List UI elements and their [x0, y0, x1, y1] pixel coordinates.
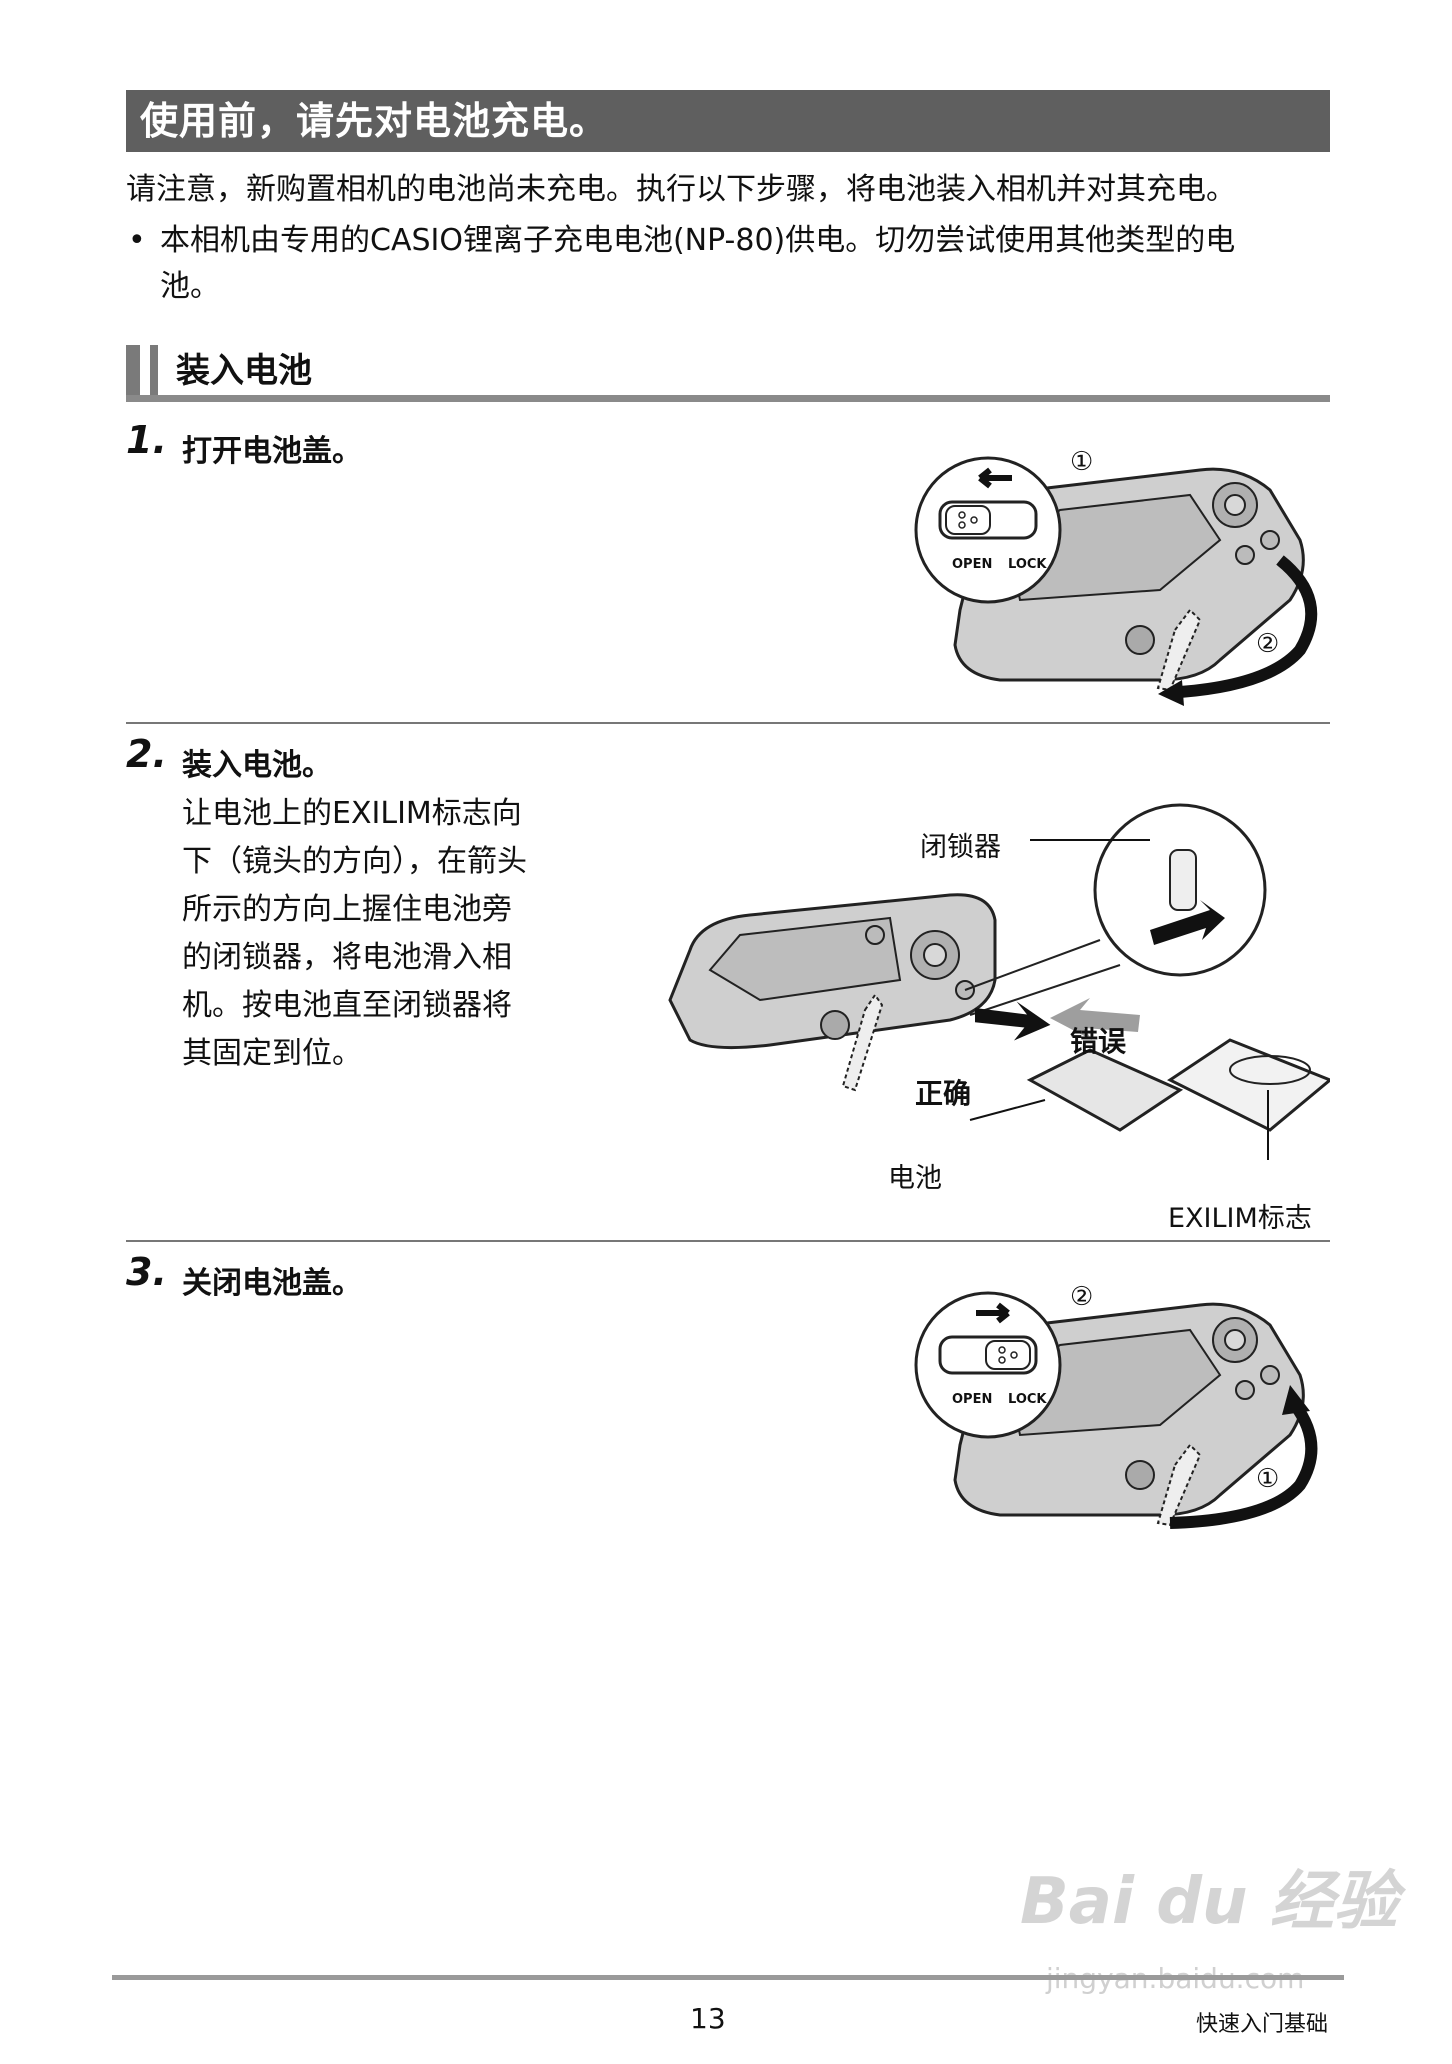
battery-label: 电池	[888, 1163, 942, 1194]
section-marker-thin	[150, 345, 158, 397]
step-divider-1	[126, 722, 1330, 724]
step-2-line: 的闭锁器，将电池滑入相	[182, 940, 512, 975]
tripod-socket	[1125, 1460, 1155, 1490]
bullet-mark: •	[128, 223, 146, 258]
intro-text: 请注意，新购置相机的电池尚未充电。执行以下步骤，将电池装入相机并对其充电。	[126, 172, 1236, 207]
exilim-logo-mark	[1229, 1055, 1311, 1085]
step-2-number: 2.	[126, 732, 167, 776]
close-direction-arrow	[1169, 1401, 1318, 1529]
callout-number-1: ①	[1070, 447, 1093, 477]
intro-bullet: • 本相机由专用的CASIO锂离子充电电池(NP-80)供电。切勿尝试使用其他类…	[126, 218, 1316, 310]
page-number: 13	[690, 2002, 726, 2035]
switch-open-label: OPEN	[952, 1392, 992, 1407]
arrow-right-icon	[976, 1302, 1010, 1324]
exilim-logo-label: EXILIM标志	[1168, 1203, 1312, 1234]
battery-cover	[1156, 1443, 1202, 1527]
wrong-arrow-icon	[1050, 998, 1140, 1040]
camera-screen	[708, 916, 902, 1002]
section-marker	[126, 345, 140, 397]
tripod-socket	[820, 1010, 850, 1040]
step-1-number: 1.	[126, 418, 167, 462]
camera-screen	[1008, 493, 1222, 602]
tripod-socket	[1125, 625, 1155, 655]
baidu-watermark: Bai du 经验	[1020, 1865, 1398, 1939]
switch-lock-label: LOCK	[1008, 1392, 1047, 1407]
latch-arrow-icon	[1150, 900, 1225, 945]
step-divider-2	[126, 1240, 1330, 1242]
correct-label: 正确	[915, 1077, 972, 1110]
step-3-title: 关闭电池盖。	[182, 1266, 362, 1301]
wrong-label: 错误	[1070, 1025, 1127, 1058]
close-cover-illustration: OPEN LOCK ② ①	[914, 1282, 1318, 1529]
latch	[1169, 849, 1197, 911]
battery-leader-line	[969, 1099, 1046, 1121]
battery-wrong	[1167, 1038, 1330, 1132]
battery-correct	[1026, 1048, 1184, 1132]
open-direction-arrow	[1179, 555, 1318, 698]
latch-label: 闭锁器	[920, 832, 1001, 863]
step-2-title: 装入电池。	[182, 748, 332, 783]
step-1-title: 打开电池盖。	[182, 434, 362, 469]
insert-battery-illustration	[668, 803, 1330, 1160]
switch-open-label: OPEN	[952, 557, 992, 572]
step-2-body: 让电池上的EXILIM标志向 下（镜头的方向），在箭头 所示的方向上握住电池旁 …	[182, 790, 562, 1078]
footer-section-name: 快速入门基础	[1196, 2012, 1329, 2037]
callout-number-2: ②	[1256, 629, 1279, 659]
arrow-left-icon	[978, 467, 1012, 489]
battery-cover	[841, 993, 884, 1092]
bullet-line-1: 本相机由专用的CASIO锂离子充电电池(NP-80)供电。切勿尝试使用其他类型的…	[160, 223, 1236, 258]
open-cover-illustration: OPEN LOCK ① ②	[914, 447, 1318, 706]
section-title: 装入电池	[176, 351, 312, 391]
step-2-line: 让电池上的EXILIM标志向	[182, 796, 522, 831]
switch-lock-label: LOCK	[1008, 557, 1047, 572]
step-2-line: 下（镜头的方向），在箭头	[182, 844, 527, 879]
footer-rule	[112, 1975, 1344, 1980]
correct-arrow-icon	[975, 1001, 1051, 1041]
step-3-number: 3.	[126, 1250, 167, 1294]
section-rule	[126, 395, 1330, 402]
callout-number-2: ②	[1070, 1282, 1093, 1312]
step-2-line: 所示的方向上握住电池旁	[182, 892, 512, 927]
camera-screen	[1008, 1328, 1222, 1437]
step-2-line: 机。按电池直至闭锁器将	[182, 988, 512, 1023]
step-2-line: 其固定到位。	[182, 1036, 362, 1071]
battery-cover	[1156, 608, 1202, 692]
callout-number-1: ①	[1256, 1464, 1279, 1494]
page-banner-title: 使用前，请先对电池充电。	[126, 90, 1330, 152]
bullet-line-2: 池。	[160, 269, 220, 304]
